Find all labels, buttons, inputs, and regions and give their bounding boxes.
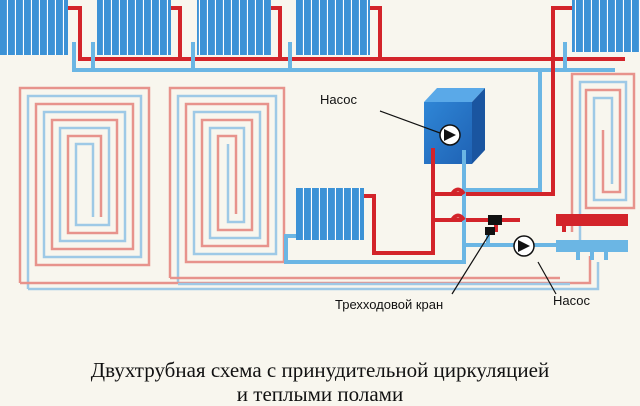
radiator-top-3 [197,0,271,55]
radiator-top-2 [97,0,171,55]
pump-top [439,124,461,146]
floor-manifold [556,214,628,260]
radiator-top-1 [0,0,68,55]
label-pump-top: Насос [320,92,357,107]
pipe-crossovers [450,187,466,222]
caption-line-1: Двухтрубная схема с принудительной цирку… [90,358,550,382]
pump-bottom [513,235,535,257]
radiator-top-4 [296,0,370,55]
floor-loop-left [18,86,151,289]
radiator-top-5 [572,0,640,52]
top-return-pipes [72,42,615,72]
top-radiator-row [0,0,640,55]
label-three-way-valve: Трехходовой кран [335,297,443,312]
three-way-valve [485,215,502,235]
main-supply-pipes [364,59,555,255]
leader-lines [379,110,557,295]
radiator-middle [296,188,364,240]
label-pump-bottom: Насос [553,293,590,308]
floor-loop-right [570,72,636,216]
floor-feed-lines [20,216,600,291]
caption-line-2: и теплыми полами [236,382,404,406]
floor-loop-middle [168,86,286,284]
top-supply-pipes [68,6,625,61]
